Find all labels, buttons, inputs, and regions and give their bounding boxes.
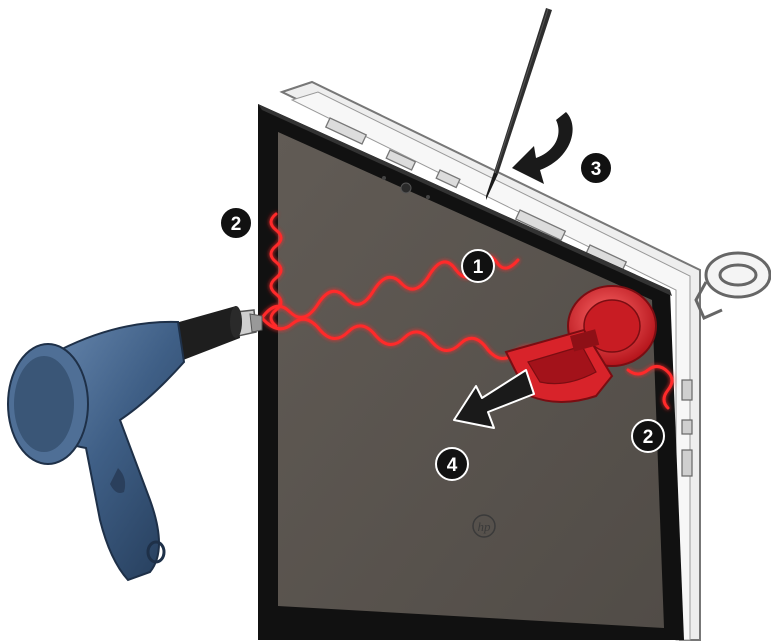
heat-gun-icon xyxy=(7,306,263,582)
callout-3-label: 3 xyxy=(591,159,602,180)
callout-2-right-label: 2 xyxy=(643,427,654,448)
kickstand-hinge xyxy=(694,251,771,320)
front-camera xyxy=(382,176,430,199)
svg-text:hp: hp xyxy=(478,519,492,534)
callout-1-label: 1 xyxy=(473,257,484,278)
callout-4: 4 xyxy=(435,447,469,481)
hp-logo-icon: hp xyxy=(472,514,496,538)
display-panel: hp xyxy=(258,104,684,640)
suction-cup-icon xyxy=(504,285,657,403)
callout-1: 1 xyxy=(461,249,495,283)
callout-3: 3 xyxy=(579,151,613,185)
callout-2-left-label: 2 xyxy=(231,214,242,235)
rotate-arrow-icon xyxy=(512,112,573,184)
callout-2-left: 2 xyxy=(219,206,253,240)
callout-2-right: 2 xyxy=(631,419,665,453)
callout-4-label: 4 xyxy=(447,455,458,476)
pull-arrow-icon xyxy=(453,369,535,429)
pry-tool-icon xyxy=(486,8,552,200)
tablet-chassis xyxy=(279,80,771,641)
